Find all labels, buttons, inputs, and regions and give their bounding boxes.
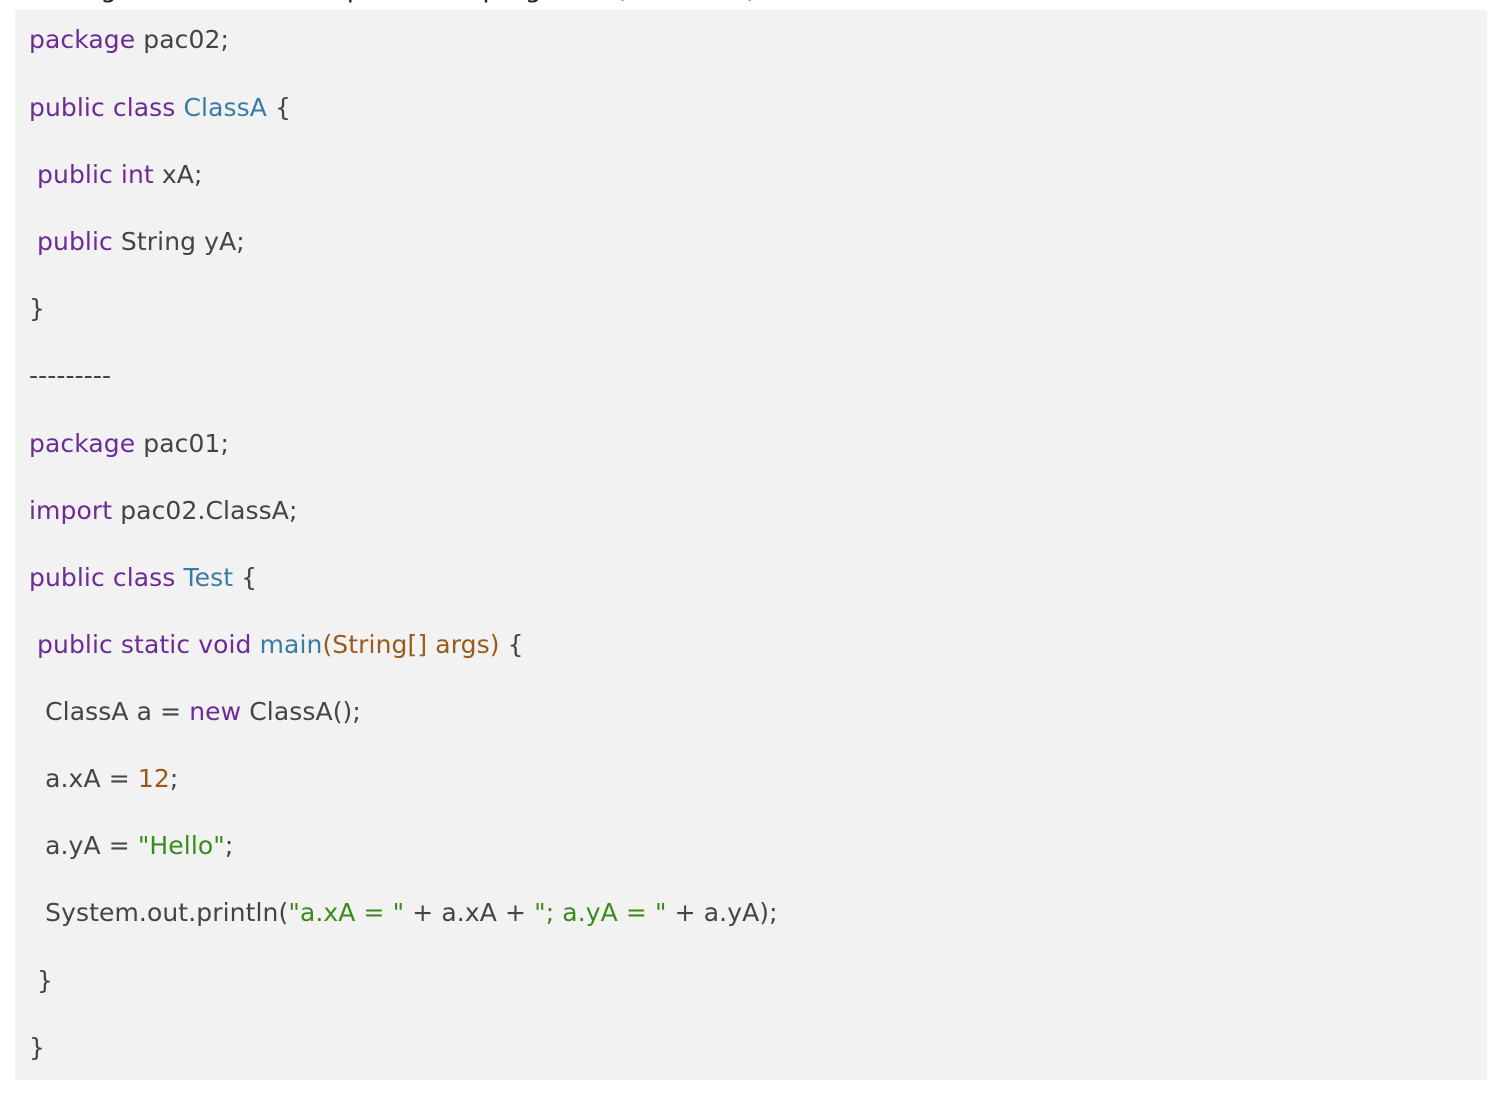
code-token-default: }	[29, 966, 54, 995]
code-token-keyword: public	[29, 93, 105, 122]
code-token-keyword: public	[37, 227, 113, 256]
code-line: a.yA = "Hello";	[29, 826, 233, 866]
code-line: }	[29, 1028, 45, 1068]
code-token-default	[113, 630, 121, 659]
code-token-string: "a.xA = "	[288, 898, 405, 927]
code-line: public static void main(String[] args) {	[29, 625, 524, 665]
code-token-keyword: static	[120, 630, 191, 659]
code-line: public class ClassA {	[29, 88, 291, 128]
code-line: ---------	[29, 356, 111, 396]
code-block: package pac02; public class ClassA { publ…	[15, 10, 1487, 1080]
code-token-title: main	[259, 630, 323, 659]
code-token-string: "Hello"	[137, 831, 225, 860]
code-line: package pac02;	[29, 20, 229, 60]
code-token-default: a.xA =	[29, 764, 138, 793]
code-line: ClassA a = new ClassA();	[29, 692, 361, 732]
code-token-default: pac02;	[135, 25, 230, 54]
code-line: public int xA;	[29, 155, 203, 195]
code-token-string: "; a.yA = "	[534, 898, 667, 927]
code-token-default	[105, 93, 113, 122]
code-token-keyword: import	[29, 496, 113, 525]
code-token-default: xA;	[153, 160, 203, 189]
code-token-keyword: public	[37, 160, 113, 189]
code-token-default: pac01;	[135, 429, 230, 458]
code-line: public class Test {	[29, 558, 257, 598]
code-token-keyword: new	[189, 697, 242, 726]
code-token-default: String yA;	[112, 227, 245, 256]
code-token-keyword: package	[29, 25, 136, 54]
code-token-default	[29, 630, 37, 659]
code-line: }	[29, 289, 45, 329]
code-token-default	[252, 630, 260, 659]
code-token-title: Test	[183, 563, 234, 592]
code-token-default: {	[233, 563, 258, 592]
code-token-default: System.out.println(	[29, 898, 289, 927]
code-token-default: ;	[224, 831, 234, 860]
code-token-default: }	[29, 1033, 46, 1062]
code-token-number: 12	[137, 764, 170, 793]
code-token-keyword: int	[120, 160, 154, 189]
code-token-default: ClassA a =	[29, 697, 190, 726]
code-token-keyword: public	[37, 630, 113, 659]
code-token-params: (String[] args)	[322, 630, 500, 659]
code-token-default: }	[29, 294, 46, 323]
code-token-default	[190, 630, 198, 659]
code-token-keyword: class	[112, 563, 176, 592]
question-text-clipped: following code and the output of the pro…	[0, 0, 1504, 8]
code-token-default	[113, 160, 121, 189]
code-token-default: {	[499, 630, 524, 659]
code-token-default: pac02.ClassA;	[112, 496, 298, 525]
code-line: import pac02.ClassA;	[29, 491, 298, 531]
code-token-keyword: void	[198, 630, 252, 659]
code-token-default: ;	[169, 764, 179, 793]
code-token-default: + a.xA +	[404, 898, 535, 927]
code-token-default: + a.yA);	[666, 898, 778, 927]
code-line: a.xA = 12;	[29, 759, 178, 799]
code-token-default: {	[266, 93, 292, 122]
code-token-keyword: package	[29, 429, 136, 458]
code-token-default	[29, 160, 37, 189]
code-line: public String yA;	[29, 222, 245, 262]
code-token-keyword: class	[112, 93, 176, 122]
code-token-title: ClassA	[183, 93, 267, 122]
code-line: }	[29, 961, 53, 1001]
code-token-default: ---------	[29, 361, 112, 390]
code-token-default	[29, 227, 37, 256]
code-token-default: ClassA();	[241, 697, 361, 726]
code-token-keyword: public	[29, 563, 105, 592]
code-token-default	[105, 563, 113, 592]
code-token-default: a.yA =	[29, 831, 138, 860]
code-line: package pac01;	[29, 424, 229, 464]
code-line: System.out.println("a.xA = " + a.xA + ";…	[29, 893, 778, 933]
